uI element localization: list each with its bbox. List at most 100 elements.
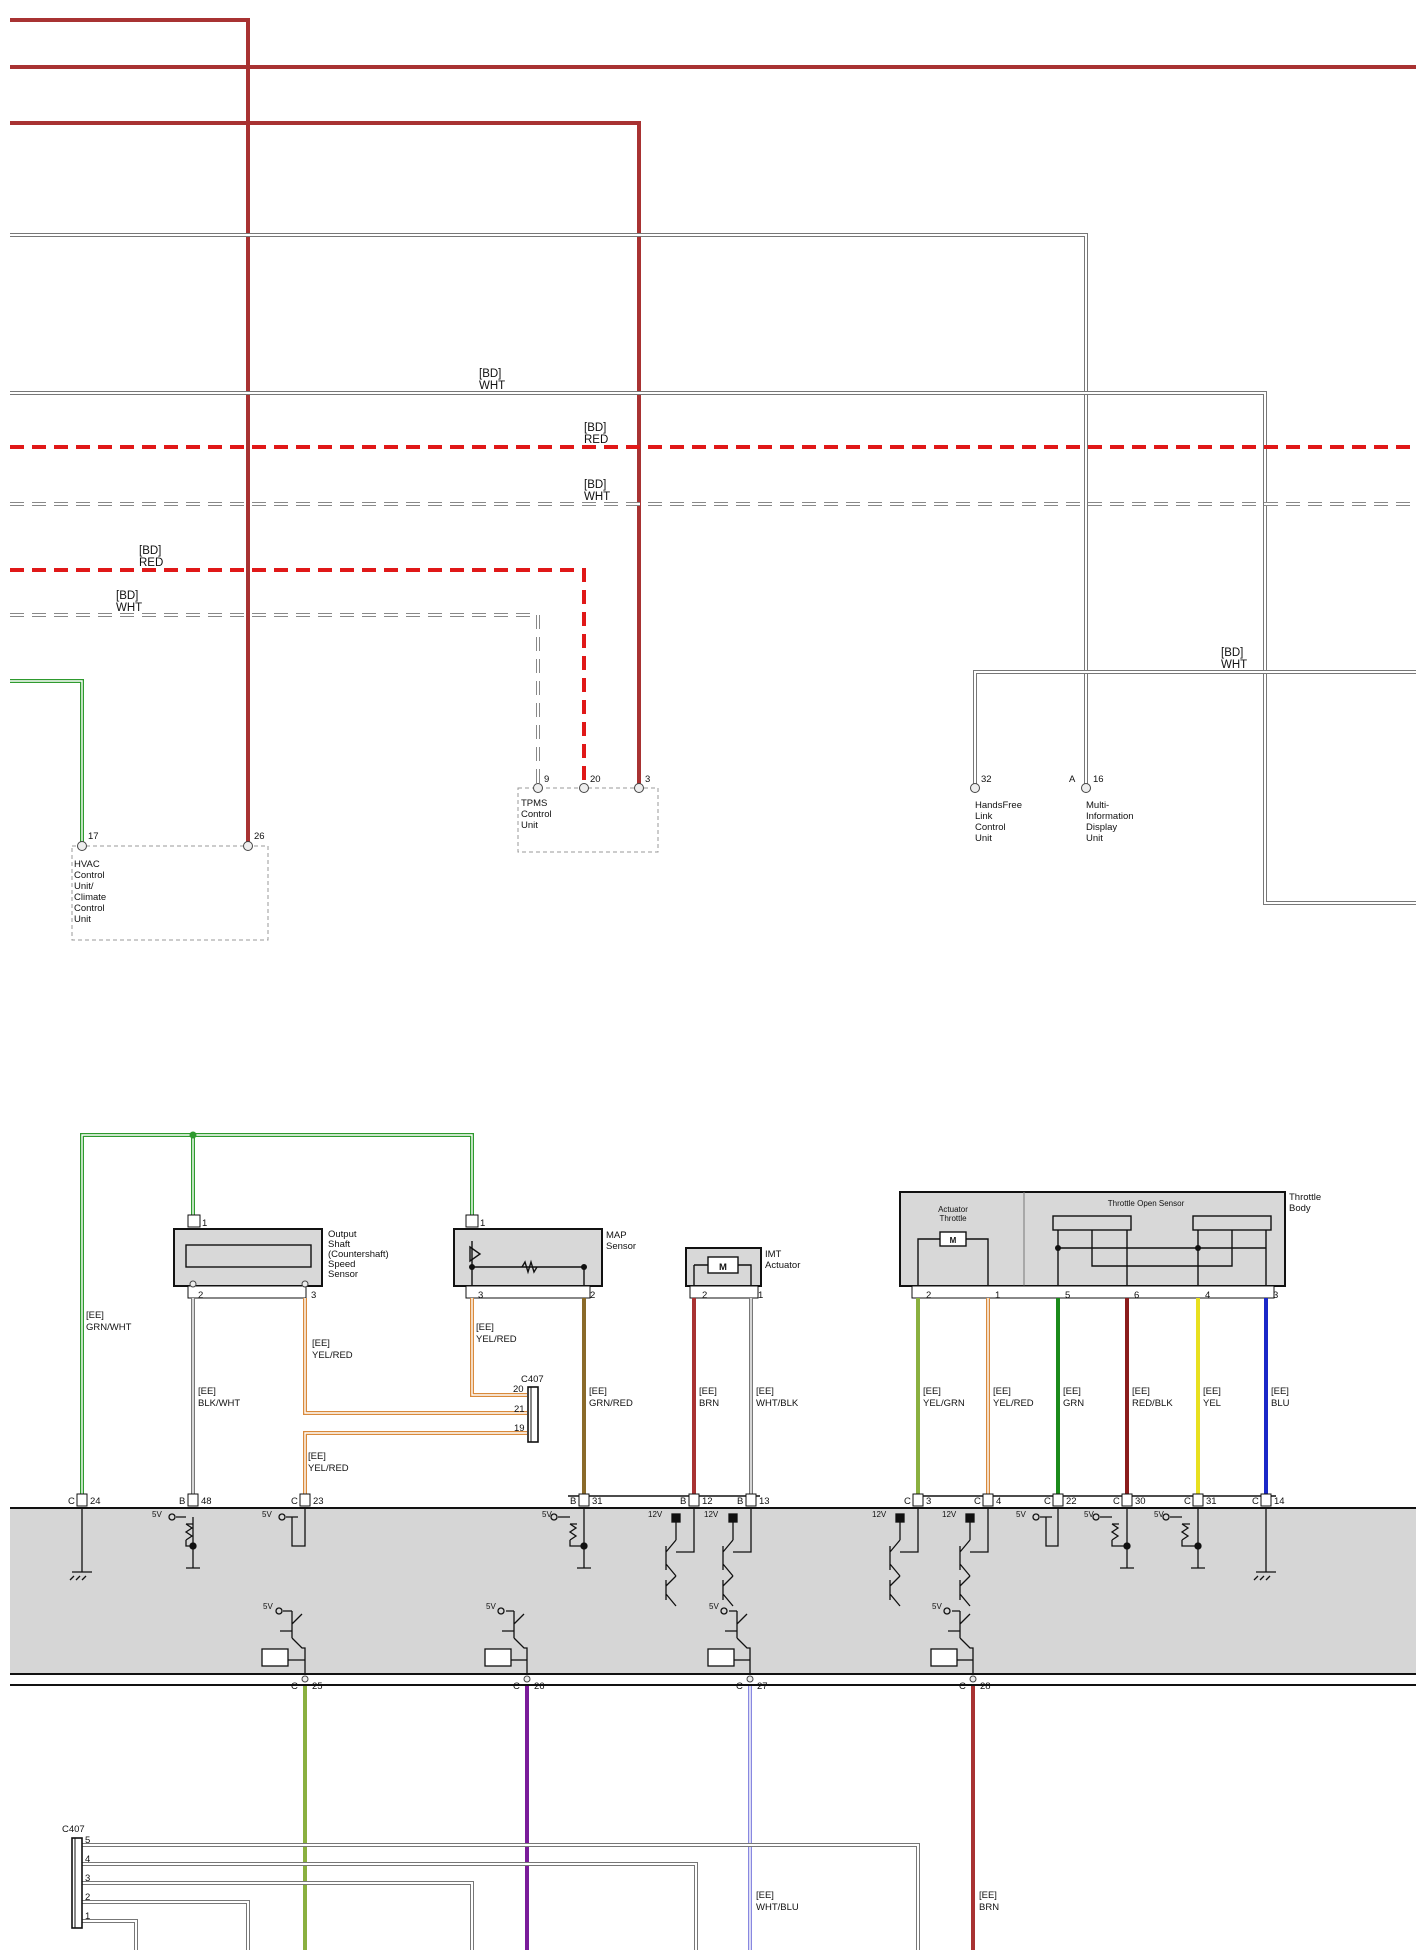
svg-text:[EE]: [EE] [589, 1386, 607, 1397]
ecu-pin-c25: C 25 [291, 1675, 323, 1692]
label-blu: [EE]BLU [1271, 1386, 1290, 1409]
svg-text:5V: 5V [932, 1602, 942, 1611]
label-bd-wht-3: [BD] WHT [116, 590, 142, 614]
svg-text:YEL/RED: YEL/RED [476, 1334, 517, 1345]
map-sensor: 1 3 2 MAP Sensor [453, 1214, 636, 1301]
svg-text:WHT/BLK: WHT/BLK [756, 1398, 799, 1409]
imt-actuator: M 2 1 IMT Actuator [685, 1247, 800, 1301]
svg-text:A: A [1069, 774, 1076, 785]
svg-text:Speed: Speed [328, 1259, 355, 1270]
svg-text:4: 4 [85, 1854, 90, 1865]
svg-text:48: 48 [201, 1496, 212, 1507]
ecu-lower-voltage-labels: 5V 5V 5V 5V [263, 1602, 942, 1611]
svg-text:5V: 5V [709, 1602, 719, 1611]
svg-text:Control: Control [521, 809, 552, 820]
svg-text:[EE]: [EE] [1132, 1386, 1150, 1397]
svg-text:YEL/RED: YEL/RED [312, 1350, 353, 1361]
svg-text:2: 2 [590, 1290, 595, 1301]
svg-text:RED: RED [584, 434, 608, 446]
svg-text:C: C [1184, 1496, 1191, 1507]
svg-text:M: M [719, 1262, 727, 1273]
svg-text:[BD]: [BD] [116, 590, 138, 602]
svg-text:[BD]: [BD] [139, 545, 161, 557]
svg-text:M: M [950, 1236, 957, 1245]
label-blk-wht: [EE]BLK/WHT [198, 1386, 240, 1409]
multi-information-display-unit: A 16 Multi- Information Display Unit [1069, 774, 1134, 844]
svg-text:26: 26 [534, 1681, 545, 1692]
svg-text:WHT: WHT [479, 380, 505, 392]
svg-text:3: 3 [478, 1290, 483, 1301]
svg-text:BRN: BRN [699, 1398, 719, 1409]
svg-text:YEL/RED: YEL/RED [993, 1398, 1034, 1409]
svg-text:3: 3 [85, 1873, 90, 1884]
svg-text:BLU: BLU [1271, 1398, 1290, 1409]
svg-text:BLK/WHT: BLK/WHT [198, 1398, 240, 1409]
wire-yel-red-map [470, 1298, 527, 1397]
label-red-blk: [EE]RED/BLK [1132, 1386, 1173, 1409]
label-bd-red-1: [BD] RED [584, 422, 608, 446]
svg-text:B: B [737, 1496, 743, 1507]
svg-text:24: 24 [90, 1496, 101, 1507]
svg-text:HVAC: HVAC [74, 859, 100, 870]
svg-text:5V: 5V [486, 1602, 496, 1611]
svg-text:GRN/RED: GRN/RED [589, 1398, 633, 1409]
label-yel-red-d: [EE]YEL/RED [993, 1386, 1034, 1409]
svg-text:[BD]: [BD] [584, 479, 606, 491]
label-wht-blu: [EE]WHT/BLU [756, 1890, 799, 1913]
wire-wht-handsfree-32 [973, 670, 1416, 788]
svg-text:1: 1 [85, 1911, 90, 1922]
svg-text:[EE]: [EE] [86, 1310, 104, 1321]
svg-text:6: 6 [1134, 1290, 1139, 1301]
label-yel-red-b: [EE]YEL/RED [476, 1322, 517, 1345]
svg-text:32: 32 [981, 774, 992, 785]
svg-text:Throttle Open Sensor: Throttle Open Sensor [1108, 1199, 1185, 1208]
ecu-voltage-labels: 5V 5V 5V 12V 12V 12V 12V 5V 5V 5V [152, 1510, 1164, 1519]
label-wht-blk: [EE]WHT/BLK [756, 1386, 799, 1409]
label-brn: [EE]BRN [699, 1386, 719, 1409]
svg-text:14: 14 [1274, 1496, 1285, 1507]
svg-text:[EE]: [EE] [756, 1386, 774, 1397]
svg-text:5V: 5V [1154, 1510, 1164, 1519]
svg-text:C: C [1044, 1496, 1051, 1507]
svg-text:C: C [291, 1681, 298, 1692]
svg-text:19: 19 [514, 1423, 525, 1434]
svg-text:C: C [974, 1496, 981, 1507]
svg-text:3: 3 [926, 1496, 931, 1507]
svg-text:C: C [291, 1496, 298, 1507]
svg-text:IMT: IMT [765, 1249, 782, 1260]
svg-text:BRN: BRN [979, 1902, 999, 1913]
svg-text:[BD]: [BD] [584, 422, 606, 434]
svg-text:GRN/WHT: GRN/WHT [86, 1322, 132, 1333]
svg-text:Control: Control [74, 903, 105, 914]
svg-text:Actuator: Actuator [938, 1205, 968, 1214]
label-brn-low: [EE]BRN [979, 1890, 999, 1913]
svg-text:25: 25 [312, 1681, 323, 1692]
svg-text:[EE]: [EE] [993, 1386, 1011, 1397]
svg-text:Multi-: Multi- [1086, 800, 1109, 811]
svg-text:[EE]: [EE] [1271, 1386, 1289, 1397]
ecu-internal-circuits [69, 1508, 1276, 1607]
svg-text:[EE]: [EE] [1203, 1386, 1221, 1397]
svg-text:Shaft: Shaft [328, 1239, 351, 1250]
svg-text:YEL/GRN: YEL/GRN [923, 1398, 965, 1409]
svg-text:1: 1 [758, 1290, 763, 1301]
svg-text:3: 3 [311, 1290, 316, 1301]
svg-text:3: 3 [1273, 1290, 1278, 1301]
svg-text:HandsFree: HandsFree [975, 800, 1022, 811]
svg-text:C: C [904, 1496, 911, 1507]
svg-text:12V: 12V [648, 1510, 663, 1519]
svg-text:2: 2 [702, 1290, 707, 1301]
handsfree-link-control-unit: 32 HandsFree Link Control Unit [970, 774, 1022, 844]
svg-text:1: 1 [480, 1218, 485, 1229]
svg-text:MAP: MAP [606, 1230, 627, 1241]
svg-text:C: C [68, 1496, 75, 1507]
svg-text:[EE]: [EE] [699, 1386, 717, 1397]
